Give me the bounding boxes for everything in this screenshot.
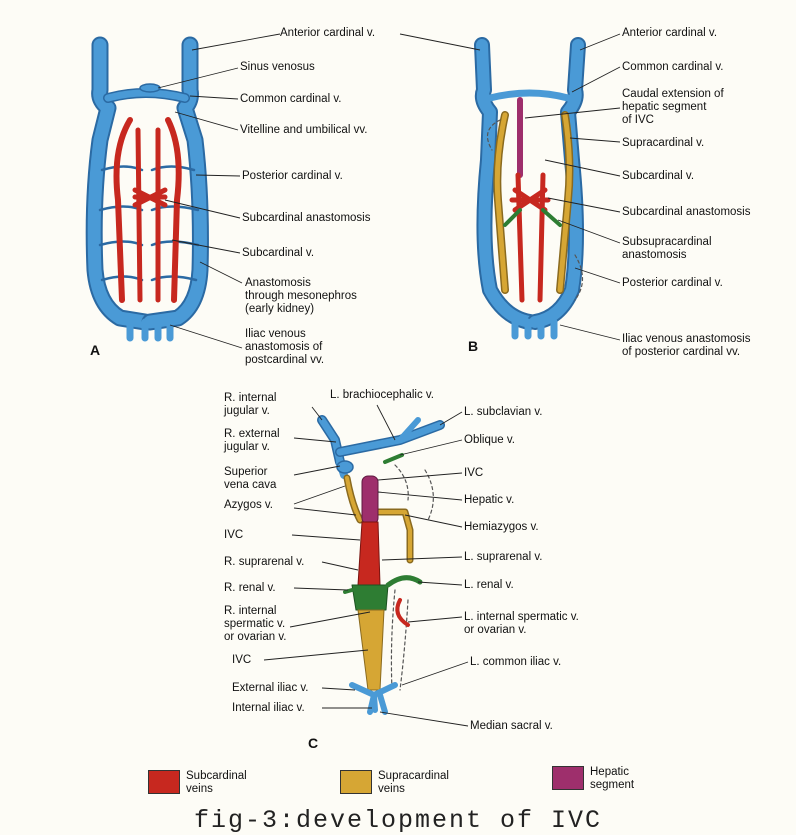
c-ivc-supracardinal xyxy=(358,610,384,690)
a-right-subcardinal-vein xyxy=(168,120,179,300)
legend-item-supracardinal: Supracardinal veins xyxy=(340,770,449,796)
c-label-l-suprarenal: L. suprarenal v. xyxy=(464,551,542,564)
c-label-azygos: Azygos v. xyxy=(224,499,273,512)
b-label-subcardinal-anastomosis: Subcardinal anastomosis xyxy=(622,206,751,219)
c-label-ivc-right: IVC xyxy=(464,467,483,480)
legend-item-subcardinal: Subcardinal veins xyxy=(148,770,247,796)
c-label-l-common-iliac: L. common iliac v. xyxy=(470,656,561,669)
c-label-l-internal-spermatic: L. internal spermatic v. or ovarian v. xyxy=(464,611,579,637)
a-label-iliac: Iliac venous anastomosis of postcardinal… xyxy=(245,328,324,367)
a-label-subcardinal-anastomosis: Subcardinal anastomosis xyxy=(242,212,371,225)
a-left-subcardinal-vein xyxy=(117,120,131,300)
a-label-sinus-venosus: Sinus venosus xyxy=(240,61,315,74)
c-label-l-brachiocephalic: L. brachiocephalic v. xyxy=(330,389,434,402)
legend-item-hepatic: Hepatic segment xyxy=(552,766,634,792)
a-label-common-cardinal: Common cardinal v. xyxy=(240,93,341,106)
a-label-mesonephros: Anastomosis through mesonephros (early k… xyxy=(245,277,357,316)
legend-swatch-subcardinal xyxy=(148,770,180,794)
a-label-anterior-cardinal: Anterior cardinal v. xyxy=(280,27,375,40)
c-label-hepatic: Hepatic v. xyxy=(464,494,514,507)
b-label-subcardinal: Subcardinal v. xyxy=(622,170,694,183)
c-label-ivc-lower: IVC xyxy=(232,654,251,667)
c-renal-anastomosis xyxy=(352,585,388,610)
b-label-caudal-extension: Caudal extension of hepatic segment of I… xyxy=(622,88,724,127)
figure-caption: fig-3:development of IVC xyxy=(0,806,796,835)
legend-swatch-hepatic xyxy=(552,766,584,790)
c-label-hemiazygos: Hemiazygos v. xyxy=(464,521,539,534)
legend-label-subcardinal: Subcardinal veins xyxy=(186,770,247,796)
b-label-posterior-cardinal: Posterior cardinal v. xyxy=(622,277,723,290)
c-label-r-renal: R. renal v. xyxy=(224,582,276,595)
panel-c-letter: C xyxy=(308,735,318,751)
c-l-renal-vein xyxy=(388,578,420,585)
c-label-r-suprarenal: R. suprarenal v. xyxy=(224,556,304,569)
b-label-subsupracardinal: Subsupracardinal anastomosis xyxy=(622,236,712,262)
c-label-r-external-jugular: R. external jugular v. xyxy=(224,428,280,454)
c-label-r-internal-jugular: R. internal jugular v. xyxy=(224,392,276,418)
a-label-posterior-cardinal: Posterior cardinal v. xyxy=(242,170,343,183)
a-subcardinal-anastomosis xyxy=(135,190,165,205)
panel-a-letter: A xyxy=(90,342,100,358)
a-label-vitelline: Vitelline and umbilical vv. xyxy=(240,124,367,137)
c-ivc-subcardinal xyxy=(358,522,380,585)
b-label-anterior-cardinal: Anterior cardinal v. xyxy=(622,27,717,40)
b-label-common-cardinal: Common cardinal v. xyxy=(622,61,723,74)
c-label-oblique: Oblique v. xyxy=(464,434,515,447)
c-label-r-internal-spermatic: R. internal spermatic v. or ovarian v. xyxy=(224,605,286,644)
b-subsupracardinal-anastomosis xyxy=(505,210,560,225)
panel-a-drawing xyxy=(94,45,200,338)
b-label-supracardinal: Supracardinal v. xyxy=(622,137,704,150)
a-label-subcardinal: Subcardinal v. xyxy=(242,247,314,260)
c-oblique-vein xyxy=(385,455,402,462)
c-label-l-subclavian: L. subclavian v. xyxy=(464,406,542,419)
c-label-external-iliac: External iliac v. xyxy=(232,682,308,695)
c-label-ivc-upper: IVC xyxy=(224,529,243,542)
c-label-superior-vena-cava: Superior vena cava xyxy=(224,466,276,492)
legend-swatch-supracardinal xyxy=(340,770,372,794)
c-label-l-renal: L. renal v. xyxy=(464,579,514,592)
b-label-iliac: Iliac venous anastomosis of posterior ca… xyxy=(622,333,750,359)
legend-label-supracardinal: Supracardinal veins xyxy=(378,770,449,796)
c-label-internal-iliac: Internal iliac v. xyxy=(232,702,305,715)
panel-b-letter: B xyxy=(468,338,478,354)
panel-b-drawing xyxy=(482,45,583,336)
c-hepatic-segment xyxy=(362,476,378,524)
c-label-median-sacral: Median sacral v. xyxy=(470,720,553,733)
b-subcardinal-anastomosis xyxy=(512,190,548,210)
legend-label-hepatic: Hepatic segment xyxy=(590,766,634,792)
